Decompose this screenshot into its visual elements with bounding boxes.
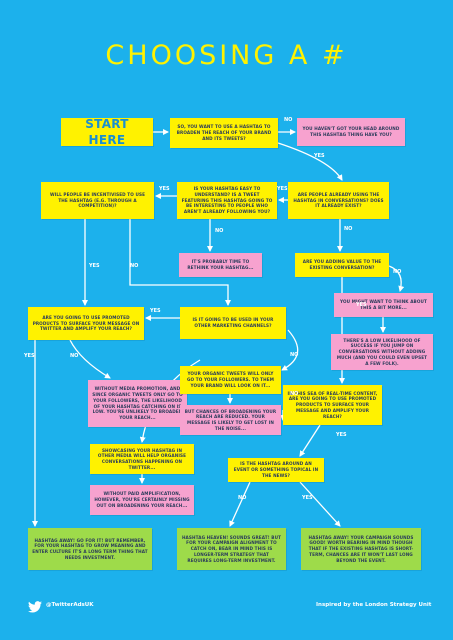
q-event-topical: IS THE HASHTAG AROUND AN EVENT OR SOMETH… <box>228 458 324 482</box>
outcome-hashtag-heaven: HASHTAG HEAVEN! SOUNDS GREAT! BUT FOR YO… <box>177 528 286 570</box>
node-think-more: YOU MIGHT WANT TO THINK ABOUT THIS A BIT… <box>334 293 433 317</box>
node-without-media: WITHOUT MEDIA PROMOTION, AND SINCE ORGAN… <box>88 380 187 427</box>
outcome-campaign-sounds: HASHTAG AWAY! YOUR CAMPAIGN SOUNDS GOOD!… <box>301 528 421 570</box>
node-organic-only: YOUR ORGANIC TWEETS WILL ONLY GO TO YOUR… <box>180 366 281 394</box>
q-already-in-use: ARE PEOPLE ALREADY USING THE HASHTAG IN … <box>288 182 389 219</box>
arrow-promoted-right-to-event <box>299 424 321 457</box>
label-yes-already: YES <box>277 186 288 192</box>
label-no-promoted-right: NO <box>290 391 299 397</box>
start-here-box: START HERE <box>61 117 153 147</box>
node-showcasing: SHOWCASING YOUR HASHTAG IN OTHER MEDIA W… <box>90 444 194 474</box>
arrow-event-to-heaven <box>229 481 251 527</box>
label-yes-promoted-left: YES <box>24 353 35 359</box>
label-no-broaden: NO <box>284 117 293 123</box>
label-no-already: NO <box>344 226 353 232</box>
q-adding-value: ARE YOU ADDING VALUE TO THE EXISTING CON… <box>295 253 389 277</box>
q-broaden-reach: SO, YOU WANT TO USE A HASHTAG TO BROADEN… <box>170 118 278 148</box>
label-yes-event: YES <box>302 495 313 501</box>
arrow-event-to-campaign <box>299 481 341 527</box>
label-no-promoted-left: NO <box>70 353 79 359</box>
label-yes-promoted-right: YES <box>336 432 347 438</box>
label-no-easy: NO <box>215 228 224 234</box>
arrow-promoted-left-to-without-media <box>69 339 111 379</box>
footer-credit: Inspired by the London Strategy Unit <box>316 602 432 608</box>
label-no-incentivised: NO <box>130 263 139 269</box>
q-easy-to-understand: IS YOUR HASHTAG EASY TO UNDERSTAND? IS A… <box>177 182 277 219</box>
outcome-hashtag-away: HASHTAG AWAY! GO FOR IT! BUT REMEMBER, F… <box>28 528 152 570</box>
q-promoted-left: ARE YOU GOING TO USE PROMOTED PRODUCTS T… <box>28 307 144 340</box>
arrow-broaden-to-already <box>277 142 343 181</box>
node-rethink: IT'S PROBABLY TIME TO RETHINK YOUR HASHT… <box>179 253 262 277</box>
label-yes-easy: YES <box>159 186 170 192</box>
node-chances-reduced: BUT CHANCES OF BROADENING YOUR REACH ARE… <box>180 405 281 435</box>
arrow-incentivised-to-other-channels <box>129 219 231 306</box>
page-title: CHOOSING A # <box>105 40 348 71</box>
node-low-likelihood: THERE'S A LOW LIKELIHOOD OF SUCCESS IF Y… <box>331 334 433 370</box>
twitter-bird-icon <box>28 598 42 613</box>
node-head-around: YOU HAVEN'T GOT YOUR HEAD AROUND THIS HA… <box>297 118 405 146</box>
label-yes-incentivised: YES <box>89 263 100 269</box>
label-yes-broaden: YES <box>314 153 325 159</box>
arrow-value-to-think-more <box>388 265 405 292</box>
node-without-paid: WITHOUT PAID AMPLIFICATION, HOWEVER, YOU… <box>90 485 194 515</box>
label-no-other-channels: NO <box>290 352 299 358</box>
q-promoted-right: IN THIS SEA OF REAL-TIME CONTENT, ARE YO… <box>283 385 382 425</box>
arrow-other-channels-to-organic <box>281 329 299 371</box>
q-incentivised: WILL PEOPLE BE INCENTIVISED TO USE THE H… <box>41 182 154 219</box>
label-no-value: NO <box>393 269 402 275</box>
footer-handle: @TwitterAdsUK <box>46 602 94 608</box>
label-no-event: NO <box>238 495 247 501</box>
q-other-channels: IS IT GOING TO BE USED IN YOUR OTHER MAR… <box>180 307 286 339</box>
label-yes-other-channels: YES <box>150 308 161 314</box>
label-yes-value: YES <box>356 302 367 308</box>
